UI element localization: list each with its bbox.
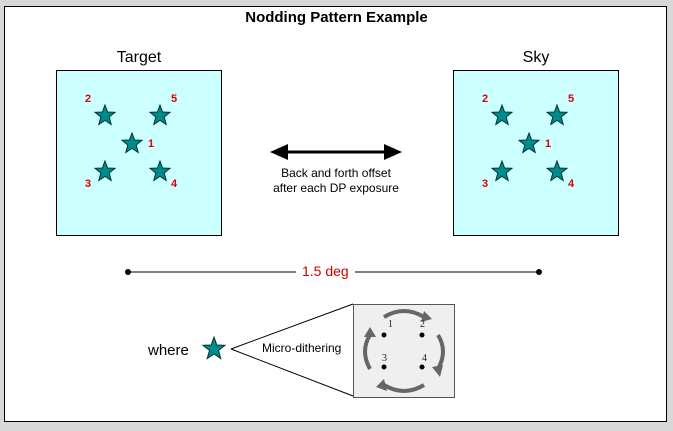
dither-number-3: 3 <box>482 178 489 190</box>
star-icon <box>491 104 513 126</box>
dither-number-4: 4 <box>568 178 575 190</box>
dither-number-5: 5 <box>568 93 575 105</box>
offset-caption-line2: after each DP exposure <box>273 181 399 195</box>
dither-number-5: 5 <box>171 93 178 105</box>
dither-number-1: 1 <box>148 138 155 150</box>
star-icon <box>546 160 568 182</box>
star-icon <box>149 104 171 126</box>
micro-dithering-label: Micro-dithering <box>262 341 342 355</box>
inset-number-1: 1 <box>388 319 393 330</box>
callout-lines <box>230 303 354 397</box>
star-icon <box>491 160 513 182</box>
star-icon <box>518 132 540 154</box>
sky-panel: 2 5 1 3 4 <box>453 70 619 236</box>
inset-number-2: 2 <box>420 319 425 330</box>
star-icon <box>121 132 143 154</box>
star-icon <box>94 104 116 126</box>
where-label: where <box>148 342 189 359</box>
rotation-arrow-icon <box>363 309 445 393</box>
micro-dithering-inset: 1 2 3 4 <box>353 304 455 398</box>
scale-label: 1.5 deg <box>296 263 355 279</box>
dither-number-4: 4 <box>171 178 178 190</box>
inset-number-3: 3 <box>382 353 387 364</box>
offset-caption-line1: Back and forth offset <box>281 166 391 180</box>
dither-number-2: 2 <box>482 93 489 105</box>
dither-number-1: 1 <box>545 138 552 150</box>
target-label: Target <box>116 49 162 66</box>
inset-number-4: 4 <box>422 353 427 364</box>
legend-star-icon <box>201 335 227 360</box>
star-icon <box>94 160 116 182</box>
dither-number-3: 3 <box>85 178 92 190</box>
sky-label: Sky <box>522 49 550 66</box>
target-panel: 2 5 1 3 4 <box>56 70 222 236</box>
star-icon <box>149 160 171 182</box>
diagram-title: Nodding Pattern Example <box>245 9 428 26</box>
double-arrow-icon <box>270 144 402 160</box>
star-icon <box>546 104 568 126</box>
dither-number-2: 2 <box>85 93 92 105</box>
